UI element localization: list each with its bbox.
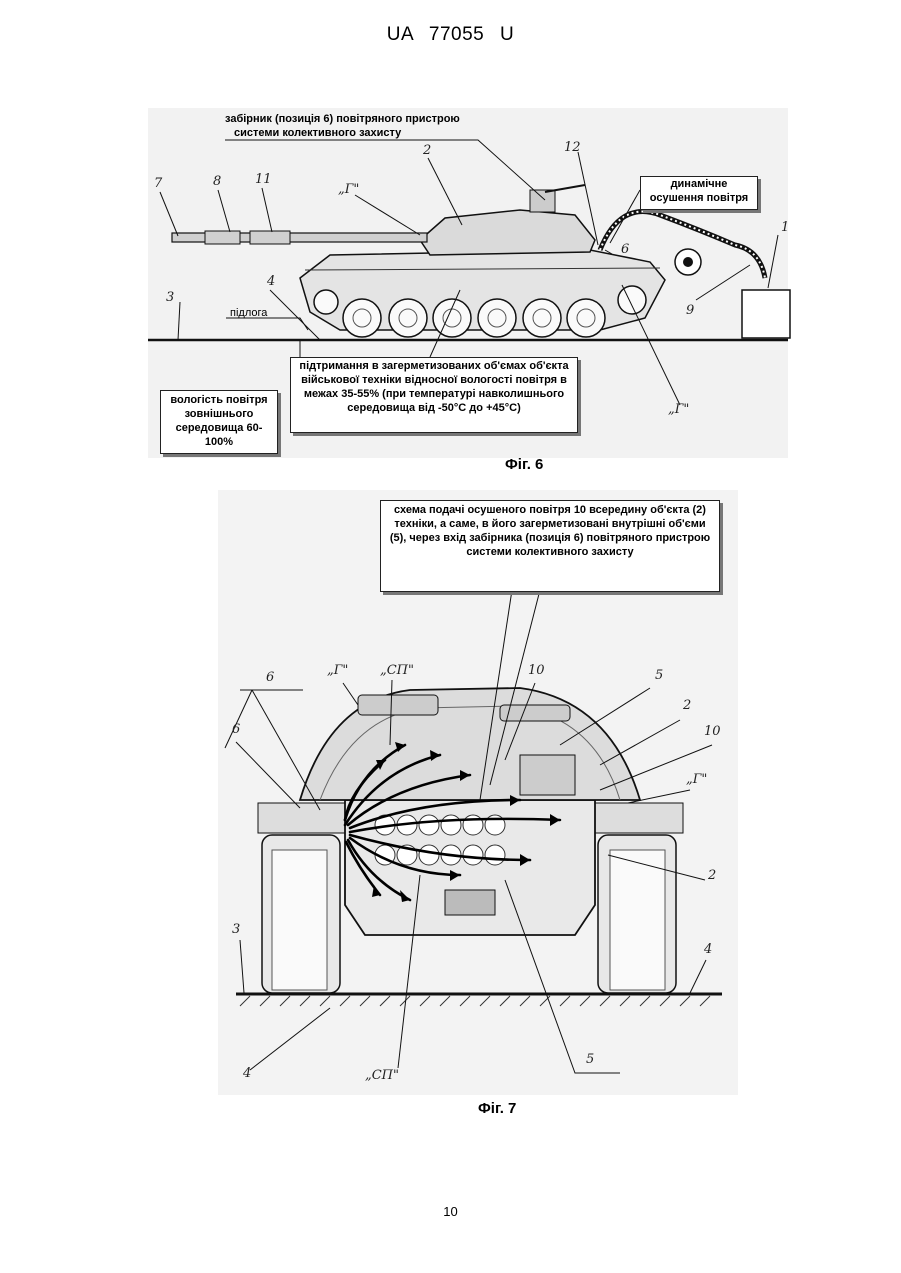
floor-label: підлога (230, 306, 267, 320)
label-g-right: „Г" (686, 772, 707, 787)
dynamic-drying-box: динамічне осушення повітря (640, 176, 758, 210)
label-10-right: 10 (704, 724, 721, 739)
label-g-top: „Г" (338, 182, 359, 197)
page-number: 10 (0, 1204, 901, 1219)
dynamic-drying-line-1: динамічне (641, 177, 757, 191)
label-g-left: „Г" (327, 663, 348, 678)
label-2-top: 2 (683, 698, 691, 713)
label-7: 7 (154, 176, 162, 191)
humidity-maintenance-box: підтримання в загерметизованих об'ємах о… (290, 357, 578, 433)
dynamic-drying-line-2: осушення повітря (641, 191, 757, 205)
air-supply-scheme-box: схема подачі осушеного повітря 10 всеред… (380, 500, 720, 592)
label-5-top: 5 (655, 668, 663, 683)
label-1: 1 (781, 220, 789, 235)
label-6-left: 6 (232, 722, 240, 737)
figure-6: забірник (позиція 6) повітряного пристро… (0, 0, 901, 480)
label-10-top: 10 (528, 663, 545, 678)
label-5-bottom: 5 (586, 1052, 594, 1067)
label-2: 2 (423, 143, 431, 158)
label-3: 3 (232, 922, 240, 937)
figure-7-caption: Фіг. 7 (478, 1100, 516, 1117)
intake-note-line-1: забірник (позиція 6) повітряного пристро… (225, 112, 460, 126)
label-g-bottom: „Г" (668, 402, 689, 417)
label-2-right: 2 (708, 868, 716, 883)
intake-note-line-2: системи колективного захисту (234, 126, 401, 140)
label-sp-top: „СП" (380, 663, 414, 678)
label-6: 6 (621, 242, 629, 257)
label-4: 4 (267, 274, 275, 289)
label-3: 3 (166, 290, 174, 305)
label-11: 11 (255, 172, 272, 187)
label-4-left: 4 (243, 1066, 251, 1081)
label-4-right: 4 (704, 942, 712, 957)
label-9: 9 (686, 303, 694, 318)
label-8: 8 (213, 174, 221, 189)
outside-humidity-box: вологість повітря зовнішнього середовища… (160, 390, 278, 454)
label-sp-bottom: „СП" (365, 1068, 399, 1083)
figure-6-caption: Фіг. 6 (505, 456, 543, 473)
label-12: 12 (564, 140, 581, 155)
label-6-line: 6 (266, 670, 274, 685)
